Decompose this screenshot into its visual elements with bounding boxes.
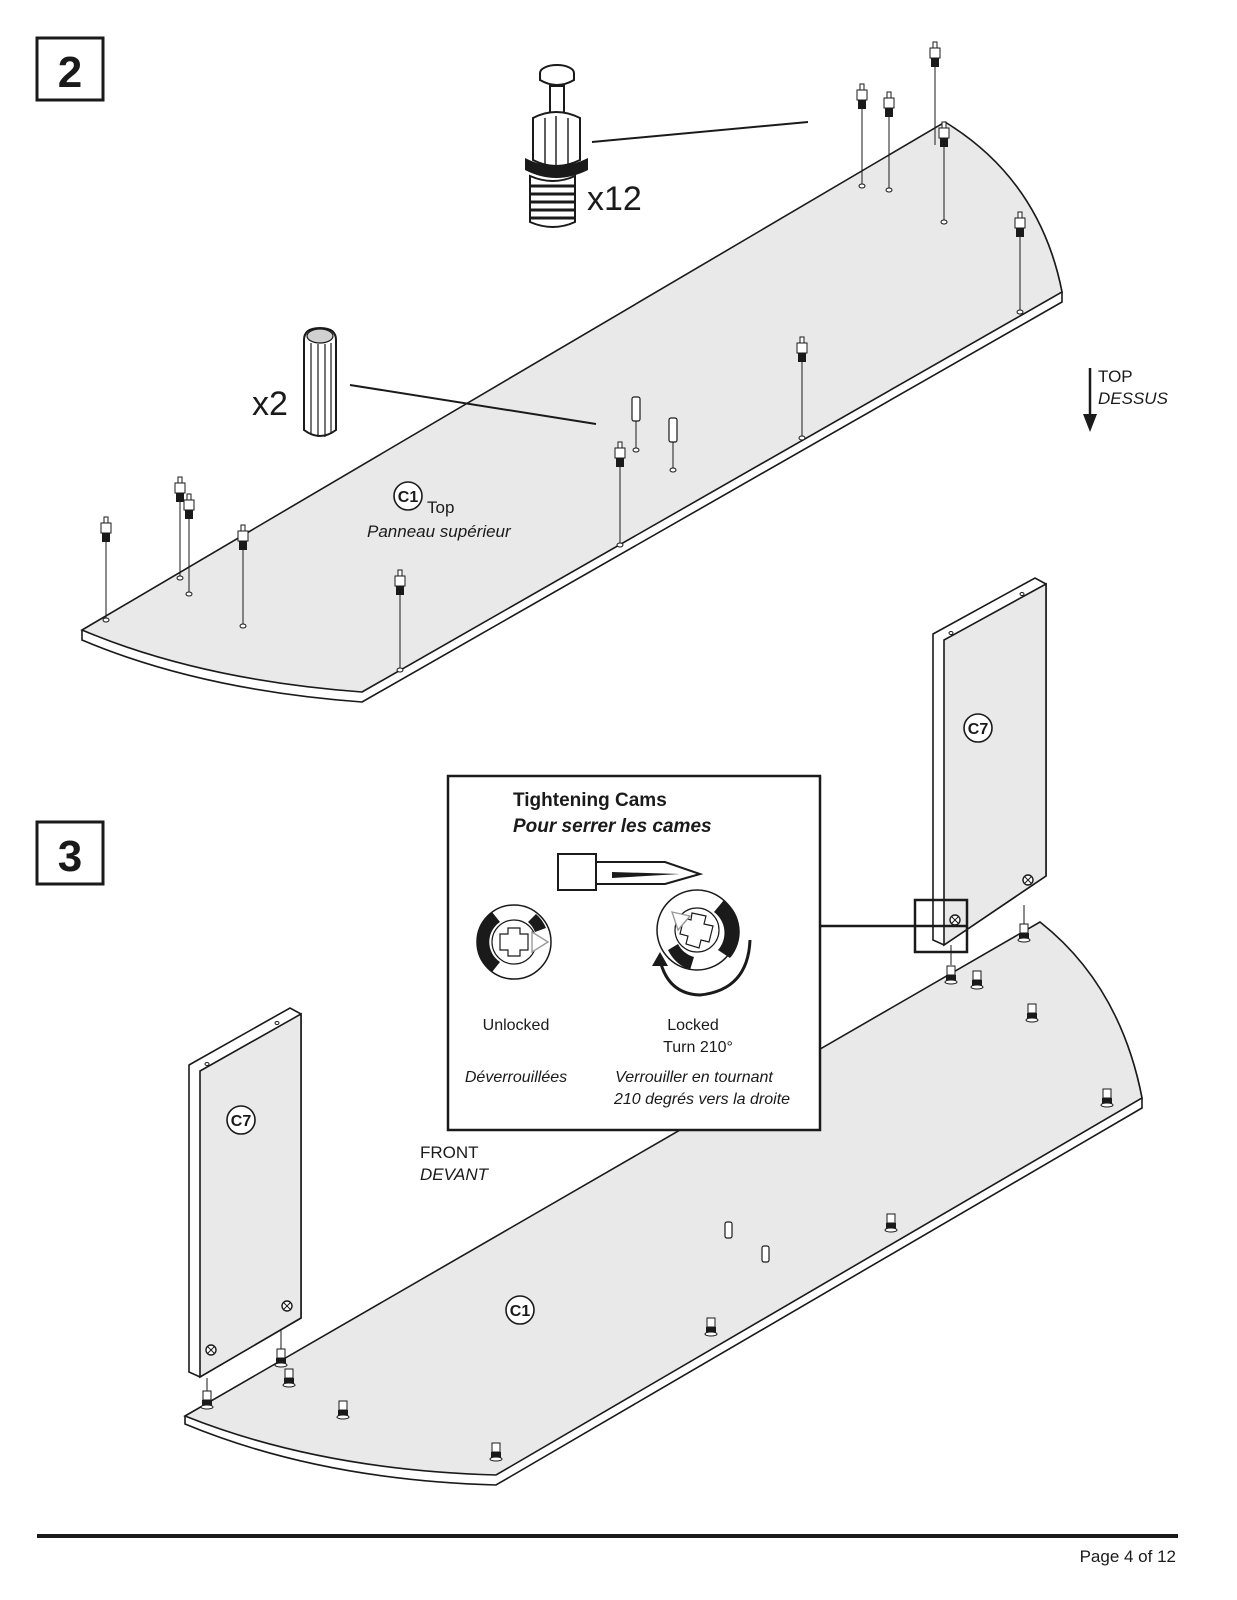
panel-c1-step3 [183,921,1143,1486]
dowel-quantity: x2 [252,385,288,423]
side-panel-c7-right: C7 [820,577,1047,954]
cam-post-enlarged: x12 [525,64,809,228]
top-part-id: C1 [398,489,419,506]
cam-posts-step3 [200,905,1114,1462]
page-number: Page 4 of 12 [1080,1547,1176,1566]
right-side-part-id: C7 [968,721,989,738]
left-side-part-id: C7 [231,1113,252,1130]
step-3-number: 3 [58,832,82,881]
dowels-step2 [631,396,678,473]
step-2: 2 [35,36,1169,703]
locked-label-en: Locked [667,1017,719,1034]
unlocked-label-fr: Déverrouillées [465,1069,567,1086]
top-panel-c1 [80,121,1063,703]
top-label-fr: DESSUS [1098,389,1169,408]
side-panel-c7-left: C7 [188,1007,302,1379]
cams-title-en: Tightening Cams [513,790,667,811]
cam-post-quantity: x12 [587,180,642,218]
dowel-enlarged: x2 [252,326,597,437]
tightening-cams-callout: Tightening Cams Pour serrer les cames Un… [446,774,822,1132]
top-label-en: TOP [1098,367,1133,386]
cam-unlocked-icon [476,904,552,980]
panel-c1-label-step3: C1 [505,1295,535,1325]
panel-part-id-step3: C1 [510,1303,531,1320]
screwdriver-icon [557,853,704,891]
top-part-name-fr: Panneau supérieur [367,522,512,541]
front-label-en: FRONT [420,1143,479,1162]
cam-locked-icon [652,889,752,997]
top-panel-label: C1 Top Panneau supérieur [367,481,512,541]
step-2-box [35,36,105,102]
cam-posts-step2 [100,41,1026,673]
locked-turn-label: Turn 210° [663,1039,733,1056]
locked-label-fr-line1: Verrouiller en tournant [615,1069,773,1086]
top-part-name-en: Top [427,498,454,517]
front-label-fr: DEVANT [420,1165,490,1184]
cams-title-fr: Pour serrer les cames [513,816,712,837]
step-3-box [35,820,105,886]
step-3: 3 C7 C7 [35,577,1143,1486]
step-2-number: 2 [58,48,82,97]
locked-label-fr-line2: 210 degrés vers la droite [613,1091,790,1108]
top-direction-indicator: TOP DESSUS [1083,367,1169,432]
unlocked-label-en: Unlocked [483,1017,550,1034]
